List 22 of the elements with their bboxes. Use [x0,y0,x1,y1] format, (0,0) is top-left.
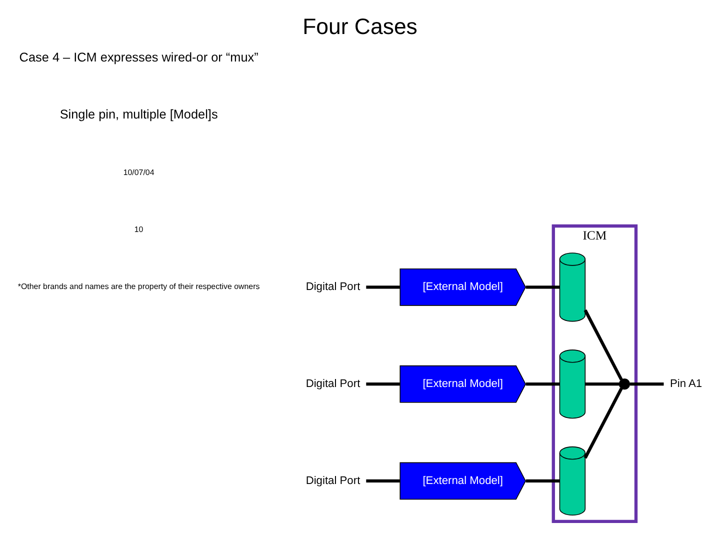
connector [366,478,400,482]
label: *Other brands and names are the property of their respective owners [18,282,260,291]
diagram-title: Four Cases [302,14,418,39]
node-circle [618,378,630,390]
node-text: Digital Port [306,378,360,390]
connector [526,478,560,482]
connector [526,285,560,288]
node-text: Digital Port [306,474,360,486]
node-text: Pin A1 [670,378,702,390]
label: 10/07/04 [123,167,154,176]
label: Case 4 – ICM expresses wired-or or “mux” [19,50,258,64]
connector [366,382,400,386]
connector [584,308,623,380]
connector [585,382,620,386]
label: Single pin, multiple [Model]s [60,107,218,122]
label: 10 [134,224,144,234]
connector [630,382,664,386]
connector [526,382,560,386]
connector [366,285,400,288]
node-text: Digital Port [306,280,360,293]
cluster: ICM [552,224,638,523]
connector [584,387,623,458]
